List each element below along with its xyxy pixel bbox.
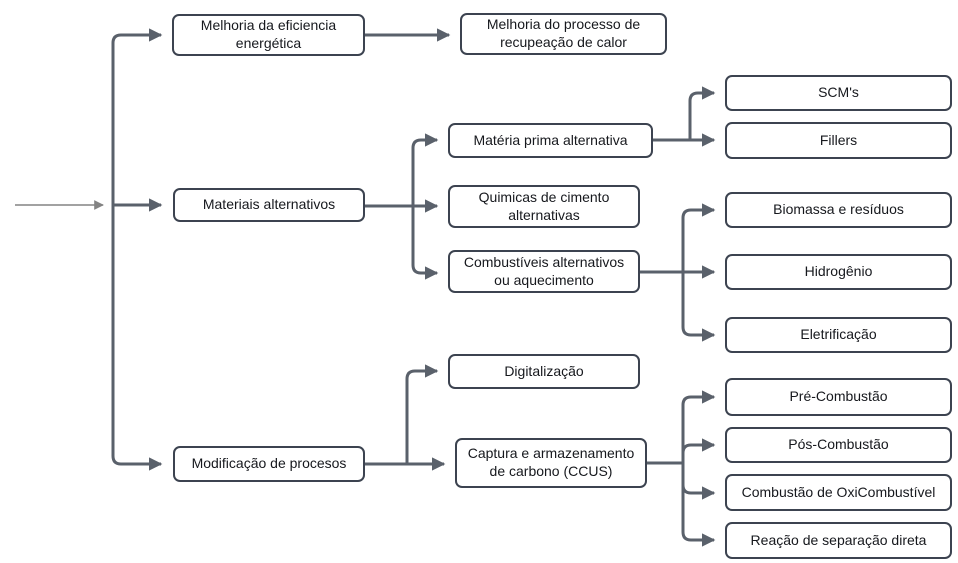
node-modificacao[interactable]: Modificação de procesos	[173, 446, 365, 482]
node-fillers[interactable]: Fillers	[725, 122, 952, 159]
node-combustiveis[interactable]: Combustíveis alternativos ou aquecimento	[448, 250, 640, 293]
node-materia-prima[interactable]: Matéria prima alternativa	[448, 123, 653, 158]
connector-ccus-oxi	[681, 463, 716, 500]
node-pos-combustao[interactable]: Pós-Combustão	[725, 427, 952, 463]
node-melhoria-eficiencia[interactable]: Melhoria da eficiencia energética	[172, 14, 365, 56]
connector-materiais-combustiveis	[411, 206, 439, 280]
connector-combustiveis-biomassa	[681, 203, 716, 272]
connector-ccus-reacao	[681, 463, 716, 547]
connector-trunk-top	[111, 28, 163, 205]
connector-modificacao-digitalizacao	[405, 364, 439, 464]
connector-materia-scms	[688, 86, 716, 140]
node-pre-combustao[interactable]: Pré-Combustão	[725, 378, 952, 416]
connector-trunk-bottom	[111, 205, 163, 471]
connector-ccus-pos	[681, 438, 716, 463]
node-digitalizacao[interactable]: Digitalização	[448, 354, 640, 389]
node-reacao-separacao[interactable]: Reação de separação direta	[725, 522, 952, 559]
node-oxi-combustivel[interactable]: Combustão de OxiCombustível	[725, 474, 952, 511]
connector-ccus-pre	[681, 390, 716, 463]
node-materiais-alternativos[interactable]: Materiais alternativos	[173, 188, 365, 222]
node-hidrogenio[interactable]: Hidrogênio	[725, 254, 952, 290]
connector-materiais-materia-prima	[411, 133, 439, 206]
node-scms[interactable]: SCM's	[725, 75, 952, 111]
node-ccus[interactable]: Captura e armazenamento de carbono (CCUS…	[455, 438, 647, 488]
node-biomassa[interactable]: Biomassa e resíduos	[725, 192, 952, 228]
connector-combustiveis-eletrificacao	[681, 272, 716, 342]
node-eletrificacao[interactable]: Eletrificação	[725, 317, 952, 353]
node-quimicas[interactable]: Quimicas de cimento alternativas	[448, 185, 640, 228]
node-melhoria-processo[interactable]: Melhoria do processo de recupeação de ca…	[460, 13, 667, 55]
